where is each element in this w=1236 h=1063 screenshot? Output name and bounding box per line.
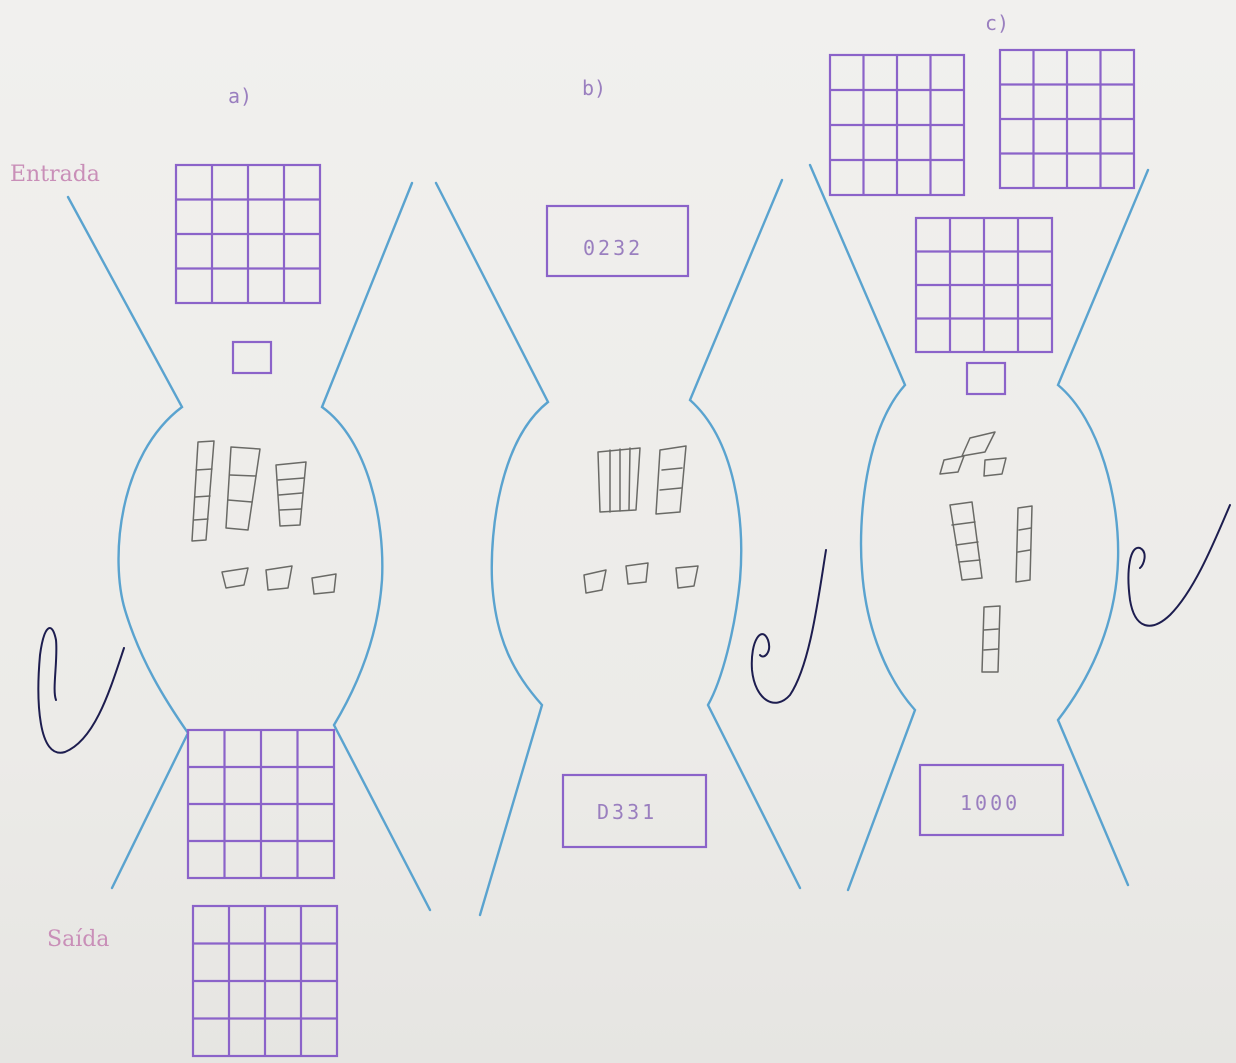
panel-a-right-outline: [322, 183, 430, 910]
panel-b-check-mark: [752, 550, 826, 703]
panel-b-pencil-sketch: [584, 446, 698, 593]
panel-b-label: b): [582, 76, 606, 100]
panel-c-left-outline: [810, 165, 915, 890]
panel-b-bottom-number: D331: [597, 800, 657, 824]
panel-a-output-grid-top: [188, 730, 334, 878]
saida-label: Saída: [47, 927, 109, 952]
panel-c-input-grid-left: [830, 55, 964, 195]
panel-a-small-square: [233, 342, 271, 373]
entrada-label: Entrada: [10, 162, 100, 187]
panel-c-right-outline: [1058, 170, 1148, 885]
panel-c-input-grid-right: [1000, 50, 1134, 188]
panel-a-check-mark: [38, 628, 124, 753]
panel-c-check-mark: [1128, 505, 1230, 626]
panel-c-input-grid-center: [916, 218, 1052, 352]
panel-c-label: c): [985, 11, 1009, 35]
panel-a-output-grid-bottom: [193, 906, 337, 1056]
panel-a-left-outline: [68, 197, 188, 888]
panel-b-top-number: 0232: [583, 236, 643, 260]
panel-a-input-grid: [176, 165, 320, 303]
panel-b-left-outline: [436, 183, 548, 915]
panel-c-bottom-number: 1000: [960, 791, 1020, 815]
grid-group: [176, 50, 1134, 1056]
panel-a-label: a): [228, 84, 252, 108]
panel-a-pencil-sketch: [192, 441, 336, 594]
panel-c-small-square: [967, 363, 1005, 394]
panel-c-pencil-sketch: [940, 432, 1032, 672]
